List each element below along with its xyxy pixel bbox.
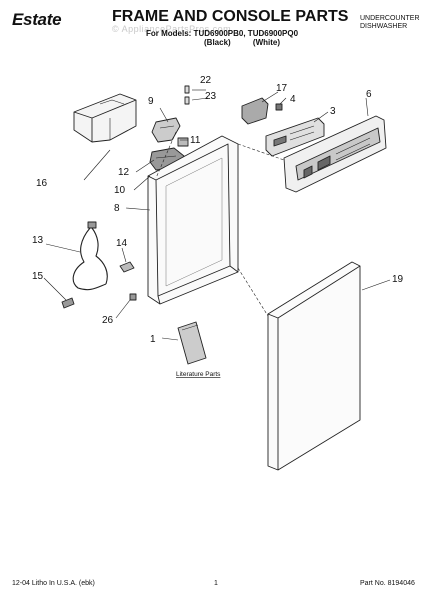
- page-number: 1: [214, 580, 218, 587]
- part-number: Part No. 8194046: [360, 580, 415, 587]
- callout-10: 10: [114, 185, 126, 196]
- product-type: UNDERCOUNTER DISHWASHER: [360, 15, 420, 31]
- callout-22: 22: [200, 75, 212, 86]
- part-4-switch: [275, 103, 283, 111]
- part-6-console-panel: [283, 115, 387, 193]
- callout-6: 6: [366, 89, 372, 100]
- part-17-control-bracket: [241, 97, 269, 125]
- callout-4: 4: [290, 94, 296, 105]
- page-title: FRAME AND CONSOLE PARTS: [112, 8, 349, 25]
- callout-13: 13: [32, 235, 44, 246]
- product-type-line-1: UNDERCOUNTER: [360, 15, 420, 22]
- brand-logo: Estate: [12, 10, 62, 29]
- callout-1: 1: [150, 334, 156, 345]
- part-26-clip: [129, 293, 137, 301]
- part-1-literature: [177, 321, 207, 365]
- product-type-line-2: DISHWASHER: [360, 23, 408, 30]
- watermark: © AppliancePartsPros.com: [112, 24, 232, 34]
- callout-17: 17: [276, 83, 288, 94]
- part-23-screw: [184, 96, 190, 105]
- callout-14: 14: [116, 238, 128, 249]
- model-colors: (Black) (White): [204, 38, 280, 47]
- callout-9: 9: [148, 96, 154, 107]
- callout-3: 3: [330, 106, 336, 117]
- part-14-connector: [119, 261, 135, 273]
- model-numbers: For Models: TUD6900PB0, TUD6900PQ0: [146, 29, 299, 38]
- callout-8: 8: [114, 203, 120, 214]
- callout-12: 12: [118, 167, 130, 178]
- callout-16: 16: [36, 178, 48, 189]
- callout-26: 26: [102, 315, 114, 326]
- part-9-hinge-bracket: [151, 117, 181, 143]
- part-22-screw: [184, 85, 190, 94]
- part-19-door-panel: [267, 261, 361, 471]
- part-13-wire-harness: [72, 221, 108, 291]
- part-15-screw: [61, 297, 75, 309]
- part-3-control-board: [265, 117, 325, 157]
- callout-23: 23: [205, 91, 217, 102]
- callout-15: 15: [32, 271, 44, 282]
- literature-parts-label: Literature Parts: [176, 371, 221, 378]
- part-16-bracket: [73, 93, 137, 143]
- assembly-guides: [155, 131, 285, 317]
- part-11-latch: [177, 137, 189, 147]
- litho-note: 12-04 Litho In U.S.A. (ebk): [12, 580, 95, 587]
- callout-11: 11: [190, 135, 201, 146]
- callout-19: 19: [392, 274, 404, 285]
- leader-lines: [43, 89, 391, 341]
